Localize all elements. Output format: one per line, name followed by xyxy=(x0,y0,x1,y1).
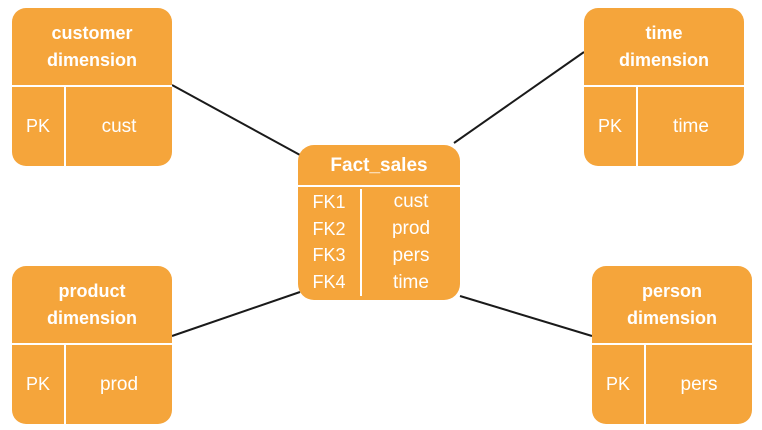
table-title-line2: dimension xyxy=(618,49,709,70)
key-cell: FK1 xyxy=(312,191,346,212)
value-cell: cust xyxy=(393,191,429,213)
key-cell: FK4 xyxy=(312,272,346,293)
connector-product-fact xyxy=(171,291,301,337)
table-title-line1: product xyxy=(58,280,126,301)
value-cell: time xyxy=(673,115,709,137)
key-cell: FK2 xyxy=(312,218,346,239)
table-header: customer dimension xyxy=(12,8,172,87)
table-title: Fact_sales xyxy=(330,154,428,176)
table-title-line1: time xyxy=(645,22,683,43)
key-cell: FK3 xyxy=(312,245,346,266)
key-cell: PK xyxy=(12,87,66,166)
table-title-line2: dimension xyxy=(46,49,137,70)
key-cell: PK xyxy=(12,345,66,424)
table-title-line1: customer xyxy=(51,22,133,43)
value-cell: time xyxy=(393,271,429,293)
key-cell: PK xyxy=(592,345,646,424)
foreign-key-column: FK1 FK2 FK3 FK4 xyxy=(298,189,362,296)
value-cell: prod xyxy=(99,373,139,395)
table-title-line1: person xyxy=(641,280,702,301)
table-body: PK prod xyxy=(12,345,172,424)
value-cell: cust xyxy=(101,115,137,137)
table-header: product dimension xyxy=(12,266,172,345)
table-title-line2: dimension xyxy=(626,307,717,328)
table-body: PK cust xyxy=(12,87,172,166)
table-body: FK1 FK2 FK3 FK4 cust prod pers time xyxy=(298,187,460,300)
table-header: person dimension xyxy=(592,266,752,345)
table-body: PK time xyxy=(584,87,744,166)
value-cell: pers xyxy=(680,373,718,395)
value-cell: pers xyxy=(392,244,430,266)
table-title-line2: dimension xyxy=(46,307,137,328)
time-dimension-table: time dimension PK time xyxy=(584,8,744,166)
fact-sales-table: Fact_sales FK1 FK2 FK3 FK4 cust prod per… xyxy=(298,145,460,300)
connector-time-fact xyxy=(453,51,585,144)
value-column: cust prod pers time xyxy=(362,189,460,296)
table-header: time dimension xyxy=(584,8,744,87)
key-cell: PK xyxy=(584,87,638,166)
product-dimension-table: product dimension PK prod xyxy=(12,266,172,424)
person-dimension-table: person dimension PK pers xyxy=(592,266,752,424)
value-cell: prod xyxy=(391,218,431,240)
table-body: PK pers xyxy=(592,345,752,424)
table-header: Fact_sales xyxy=(298,145,460,187)
connector-person-fact xyxy=(459,295,593,337)
connector-customer-fact xyxy=(171,84,301,156)
customer-dimension-table: customer dimension PK cust xyxy=(12,8,172,166)
